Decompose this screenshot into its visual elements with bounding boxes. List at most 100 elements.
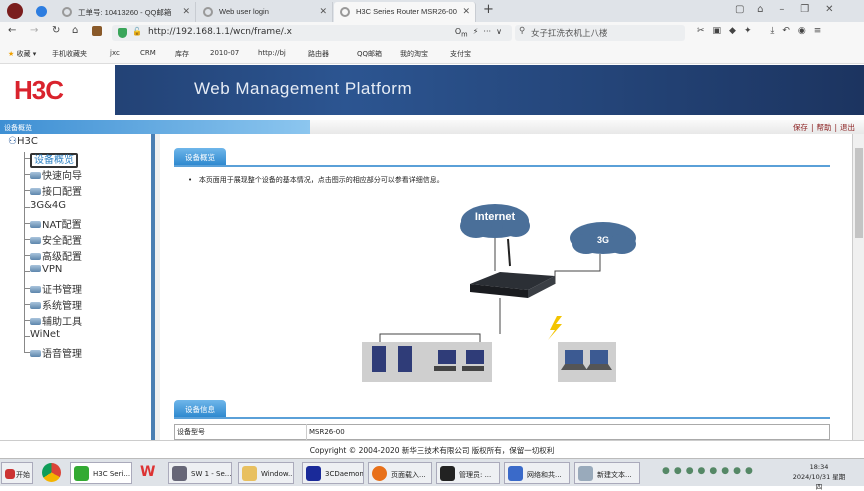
tab-label: 工单号: 10413260 - QQ邮箱 [78,8,172,17]
tab-device-info[interactable]: 设备信息 [174,400,226,417]
window-controls[interactable]: ▢ ⌂ – ❐ ✕ [735,4,834,15]
address-bar[interactable]: 🔓 http://192.168.1.1/wcn/frame/.x Om ⚡ ·… [112,25,512,41]
sidebar-item[interactable]: WiNet [24,329,60,340]
save-link[interactable]: 保存 [792,123,808,132]
bookmark-item[interactable]: 支付宝 [450,50,471,58]
sidebar-item[interactable]: VPN [24,264,62,275]
info-key: 设备型号 [174,424,307,440]
taskbar-item[interactable]: 页面载入... [368,462,432,484]
device-diagram: Internet [460,204,530,271]
footer-copyright: Copyright © 2004-2020 新华三技术有限公司 版权所有，保留一… [0,440,864,458]
taskbar-item[interactable]: SW 1 - Se... [168,462,232,484]
home-icon[interactable]: ⌂ [72,25,79,36]
tab-web-login[interactable]: Web user login✕ [197,2,333,22]
back-icon[interactable]: ← [8,25,17,36]
sidebar-item[interactable]: 语音管理 [24,345,82,360]
folder-icon [30,285,41,293]
forward-icon[interactable]: → [30,25,39,36]
taskbar: 开始 H3C Seri... W SW 1 - Se... Window... … [0,458,864,491]
bookmark-item[interactable]: CRM [140,49,156,57]
sidebar-item[interactable]: 快速向导 [24,167,82,182]
reload-icon[interactable]: ↻ [52,25,61,36]
sidebar-item[interactable]: 安全配置 [24,232,82,247]
sidebar-item[interactable]: 证书管理 [24,281,82,296]
close-tab-icon[interactable]: ✕ [182,6,190,16]
search-input[interactable]: ⚲女子扛洗衣机上八楼 [515,25,685,41]
3g-cloud[interactable]: 3G [570,222,636,254]
close-tab-icon[interactable]: ✕ [462,6,470,16]
tree-line [24,152,25,352]
bookmark-item[interactable]: 路由器 [308,50,329,58]
tab-qq-mail[interactable]: 工单号: 10413260 - QQ邮箱 ✕ [56,2,196,22]
tab-device-overview[interactable]: 设备概览 [174,148,226,165]
sidebar-item[interactable]: 3G&4G [24,200,66,211]
tab-h3c-router[interactable]: H3C Series Router MSR26-00 ✕ [334,2,476,22]
insecure-lock-icon: 🔓 [132,27,142,36]
sidebar-item[interactable]: 高级配置 [24,248,82,263]
header-banner: H3C Web Management Platform [0,65,864,115]
sidebar-item[interactable]: 系统管理 [24,297,82,312]
help-link[interactable]: 帮助 [816,123,832,132]
bookmark-item[interactable]: QQ邮箱 [357,50,383,58]
taskbar-item[interactable]: 3CDaemon [302,462,364,484]
folder-icon [30,172,41,180]
send-icon[interactable] [36,6,47,17]
bookmarks-bar: ★ 收藏 ▾ 手机收藏夹 jxc CRM 库存 2010-07 http://b… [0,44,864,64]
scrollbar-thumb[interactable] [855,148,863,238]
tab-label: H3C Series Router MSR26-00 [356,7,457,16]
taskbar-item-h3c[interactable]: H3C Seri... [70,462,132,484]
folder-icon [30,220,41,228]
bookmark-item[interactable]: jxc [110,49,120,57]
browser-logo-icon [7,3,23,19]
search-icon: ⚲ [519,26,526,36]
sidebar-item-label: 证书管理 [42,284,82,296]
sidebar-item-label: 系统管理 [42,300,82,312]
platform-title: Web Management Platform [194,79,413,98]
server-icon[interactable] [372,346,412,372]
taskbar-item[interactable]: Window... [238,462,294,484]
taskbar-item[interactable]: 网络和共... [504,462,570,484]
new-tab-button[interactable]: + [483,2,494,17]
system-tray-icons[interactable]: ●●●●●●●● [662,466,757,476]
internet-cloud[interactable]: Internet [460,204,530,238]
internet-label: Internet [475,211,516,223]
sidebar-item[interactable]: NAT配置 [24,216,82,231]
vertical-scrollbar[interactable] [852,134,864,440]
toolbar-extension-icons[interactable]: ✂▣◆✦ ⤓↶◉≡ [697,26,830,36]
browser-tab-bar: 工单号: 10413260 - QQ邮箱 ✕ Web user login✕ H3… [0,0,864,22]
sidebar-item[interactable]: 辅助工具 [24,313,82,328]
folder-icon [30,301,41,309]
sidebar-item-label: 安全配置 [42,236,82,247]
bookmark-favorites[interactable]: ★ 收藏 ▾ [8,50,37,58]
star-icon: ★ [8,50,15,58]
sidebar-item[interactable]: 接口配置 [24,183,82,198]
taskbar-item[interactable]: 新建文本... [574,462,640,484]
sidebar-item[interactable]: 设备概览 [24,151,78,168]
navigation-bar: ← → ↻ ⌂ 🔓 http://192.168.1.1/wcn/frame/.… [0,22,864,44]
chrome-icon[interactable] [42,463,61,482]
briefcase-icon[interactable] [92,26,102,36]
sidebar-item-label: VPN [42,264,63,276]
close-tab-icon[interactable]: ✕ [319,6,327,16]
start-button[interactable]: 开始 [1,462,33,484]
bookmark-item[interactable]: http://bj [258,49,286,57]
sidebar-item-label: 快速向导 [42,171,82,183]
bookmark-item[interactable]: 手机收藏夹 [52,50,87,58]
taskbar-item[interactable]: 管理员: ... [436,462,500,484]
network-topology: 3G [362,222,636,382]
pc-icon[interactable] [434,350,484,371]
wps-icon[interactable]: W [140,464,156,480]
sidebar-item-label: 3G&4G [30,199,67,211]
tab-favicon-icon [340,7,350,17]
logout-link[interactable]: 退出 [840,123,855,132]
address-bar-tools[interactable]: Om ⚡ ··· ∨ [454,27,502,39]
laptop-icon[interactable] [561,350,612,370]
bookmark-item[interactable]: 我的淘宝 [400,50,428,58]
router-icon[interactable] [470,238,555,298]
bookmark-item[interactable]: 库存 [175,50,189,58]
tree-root[interactable]: ⚇H3C [8,136,38,147]
bookmark-item[interactable]: 2010-07 [210,49,240,57]
